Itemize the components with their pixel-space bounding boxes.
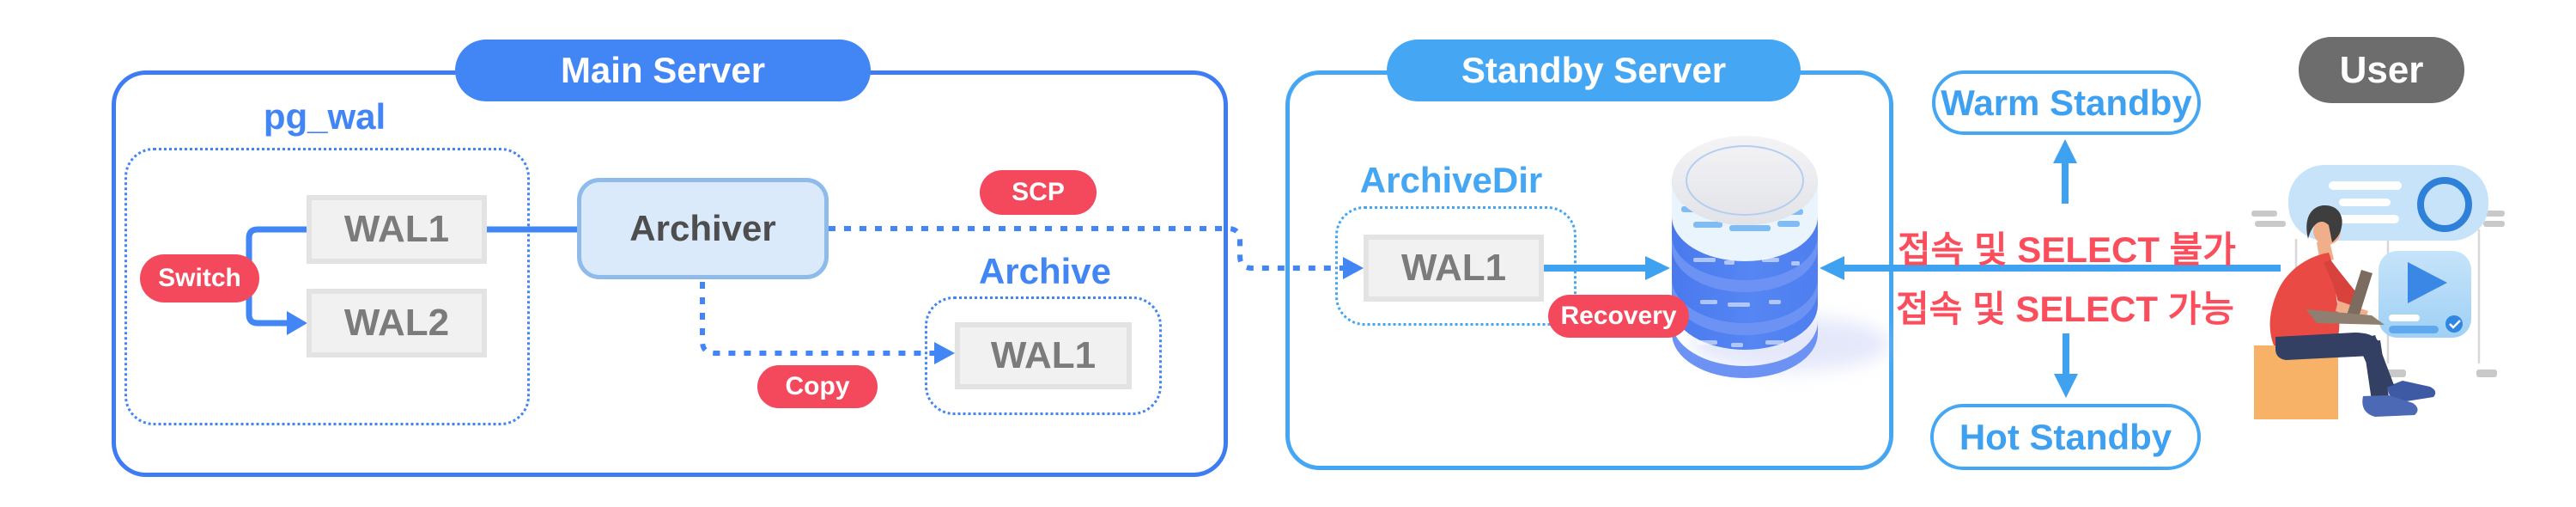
pgwal-label: pg_wal [263, 96, 386, 137]
check-icon [2445, 315, 2463, 333]
warm-standby-pill: Warm Standby [1932, 70, 2201, 135]
database-icon [1672, 136, 1889, 378]
hot-standby-arrow [2054, 333, 2078, 398]
ui-dash-marks [2251, 211, 2505, 377]
access-note: 접속 및 SELECT 가능 [1896, 289, 2234, 329]
play-icon [2408, 262, 2447, 303]
person-icon [2269, 205, 2436, 417]
hot-standby-pill: Hot Standby [1930, 404, 2201, 470]
user-title: User [2299, 37, 2464, 103]
video-card [2379, 251, 2471, 338]
archiver-box: Archiver [577, 178, 829, 279]
archivedir-label: ArchiveDir [1359, 160, 1543, 200]
switch-badge: Switch [140, 254, 259, 302]
copy-badge: Copy [757, 365, 878, 408]
no-access-note: 접속 및 SELECT 불가 [1898, 229, 2236, 270]
main-server-title-label: Main Server [560, 50, 766, 90]
user-illustration [2251, 165, 2505, 419]
main-server-title: Main Server [455, 40, 871, 101]
recovery-badge: Recovery [1548, 295, 1689, 338]
bubble-ring-icon [2417, 177, 2472, 232]
copy-connector [700, 282, 955, 364]
archive-label: Archive [978, 251, 1112, 291]
scp-connector [829, 226, 1364, 279]
standby-server-title: Standby Server [1387, 40, 1801, 101]
archive-folder-box [925, 296, 1162, 415]
standby-server-title-label: Standby Server [1461, 50, 1727, 90]
standby-wal1-box: WAL1 [1364, 235, 1544, 302]
wal2-box: WAL2 [307, 289, 487, 357]
user-title-label: User [2339, 48, 2424, 91]
archive-wal1-box: WAL1 [955, 322, 1132, 389]
scp-badge: SCP [980, 170, 1097, 215]
warm-standby-arrow [2053, 139, 2077, 204]
wal1-db-arrow [1544, 256, 1670, 280]
pgwal-folder-box [125, 148, 530, 425]
user-db-arrow [1820, 256, 2281, 280]
wal1-box: WAL1 [307, 195, 487, 264]
